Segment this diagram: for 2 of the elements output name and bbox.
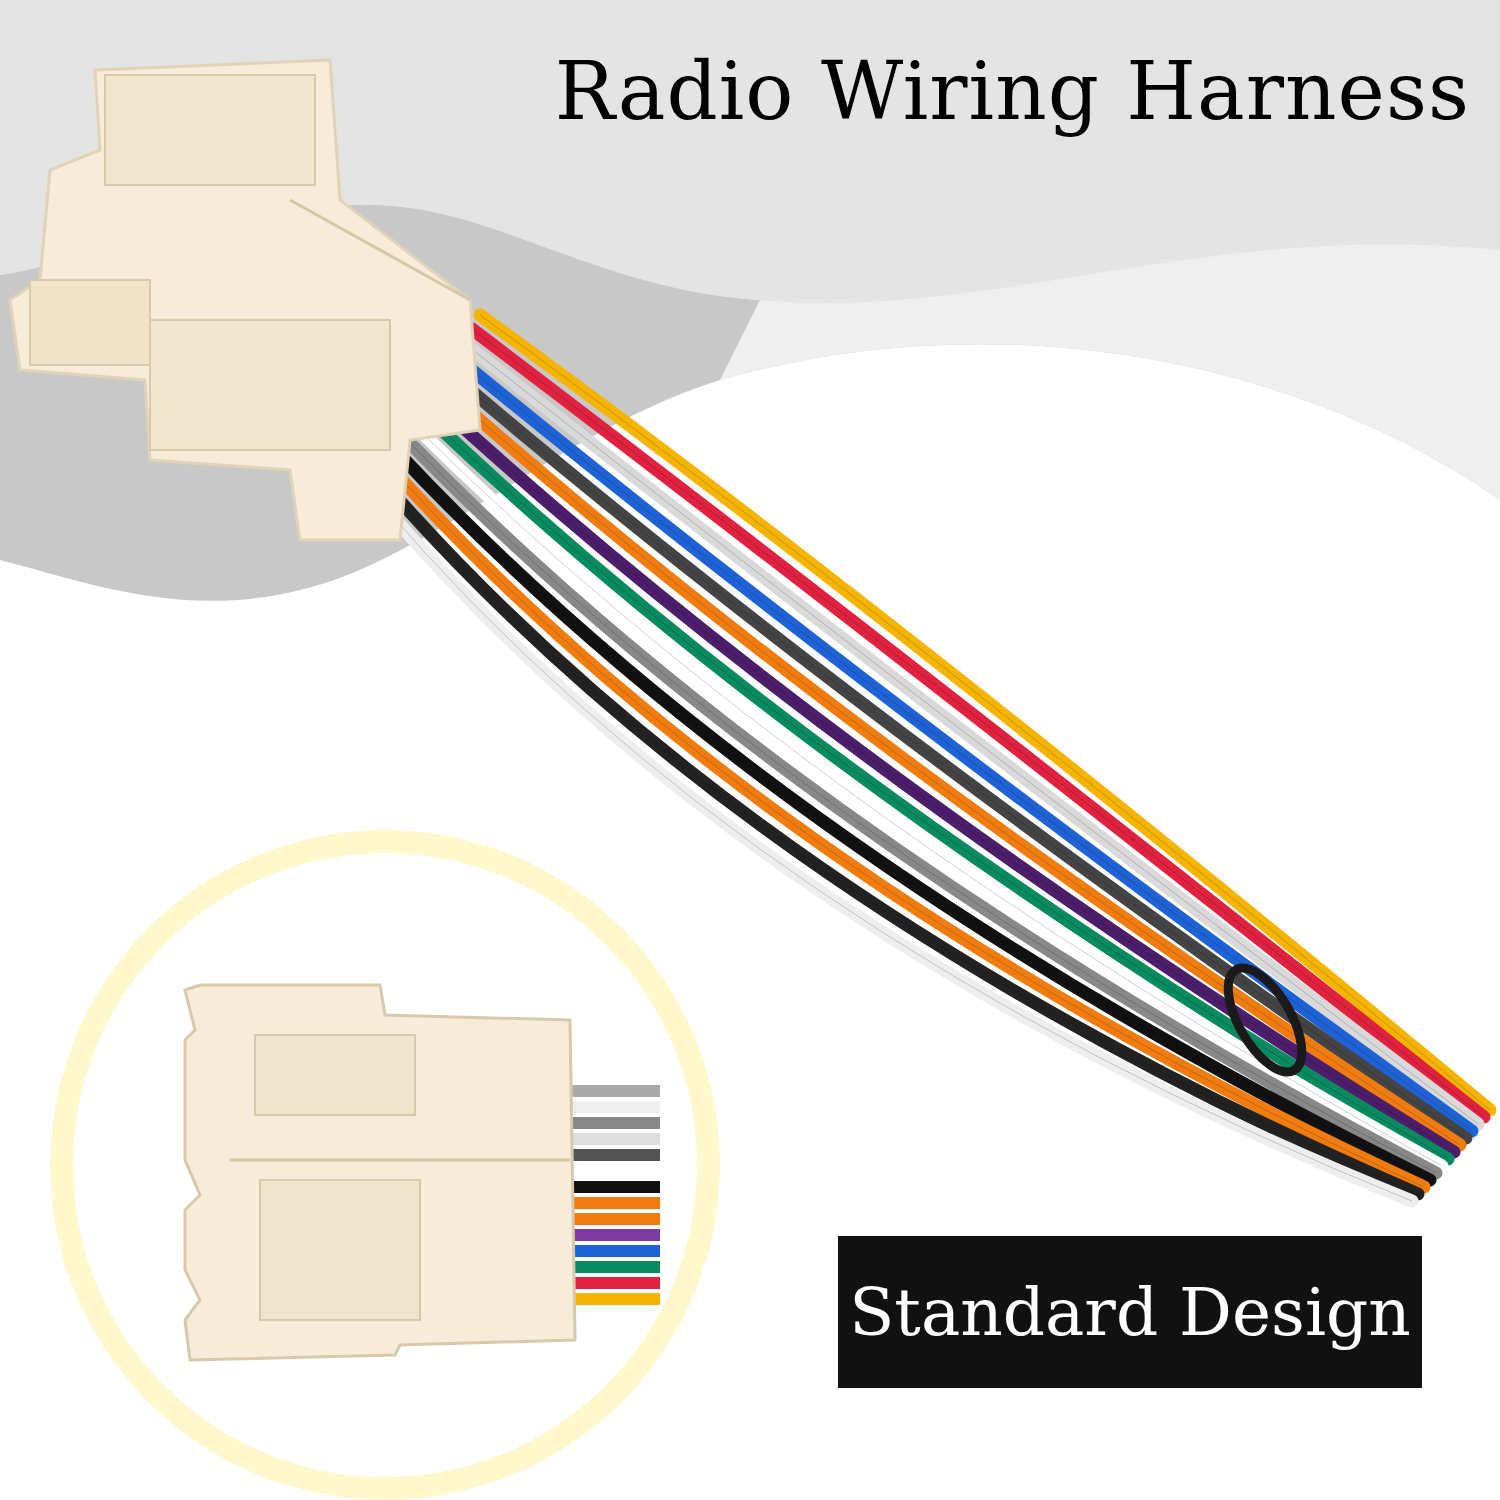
title: Radio Wiring Harness: [554, 45, 1470, 138]
caption-label: Standard Design: [838, 1236, 1422, 1388]
